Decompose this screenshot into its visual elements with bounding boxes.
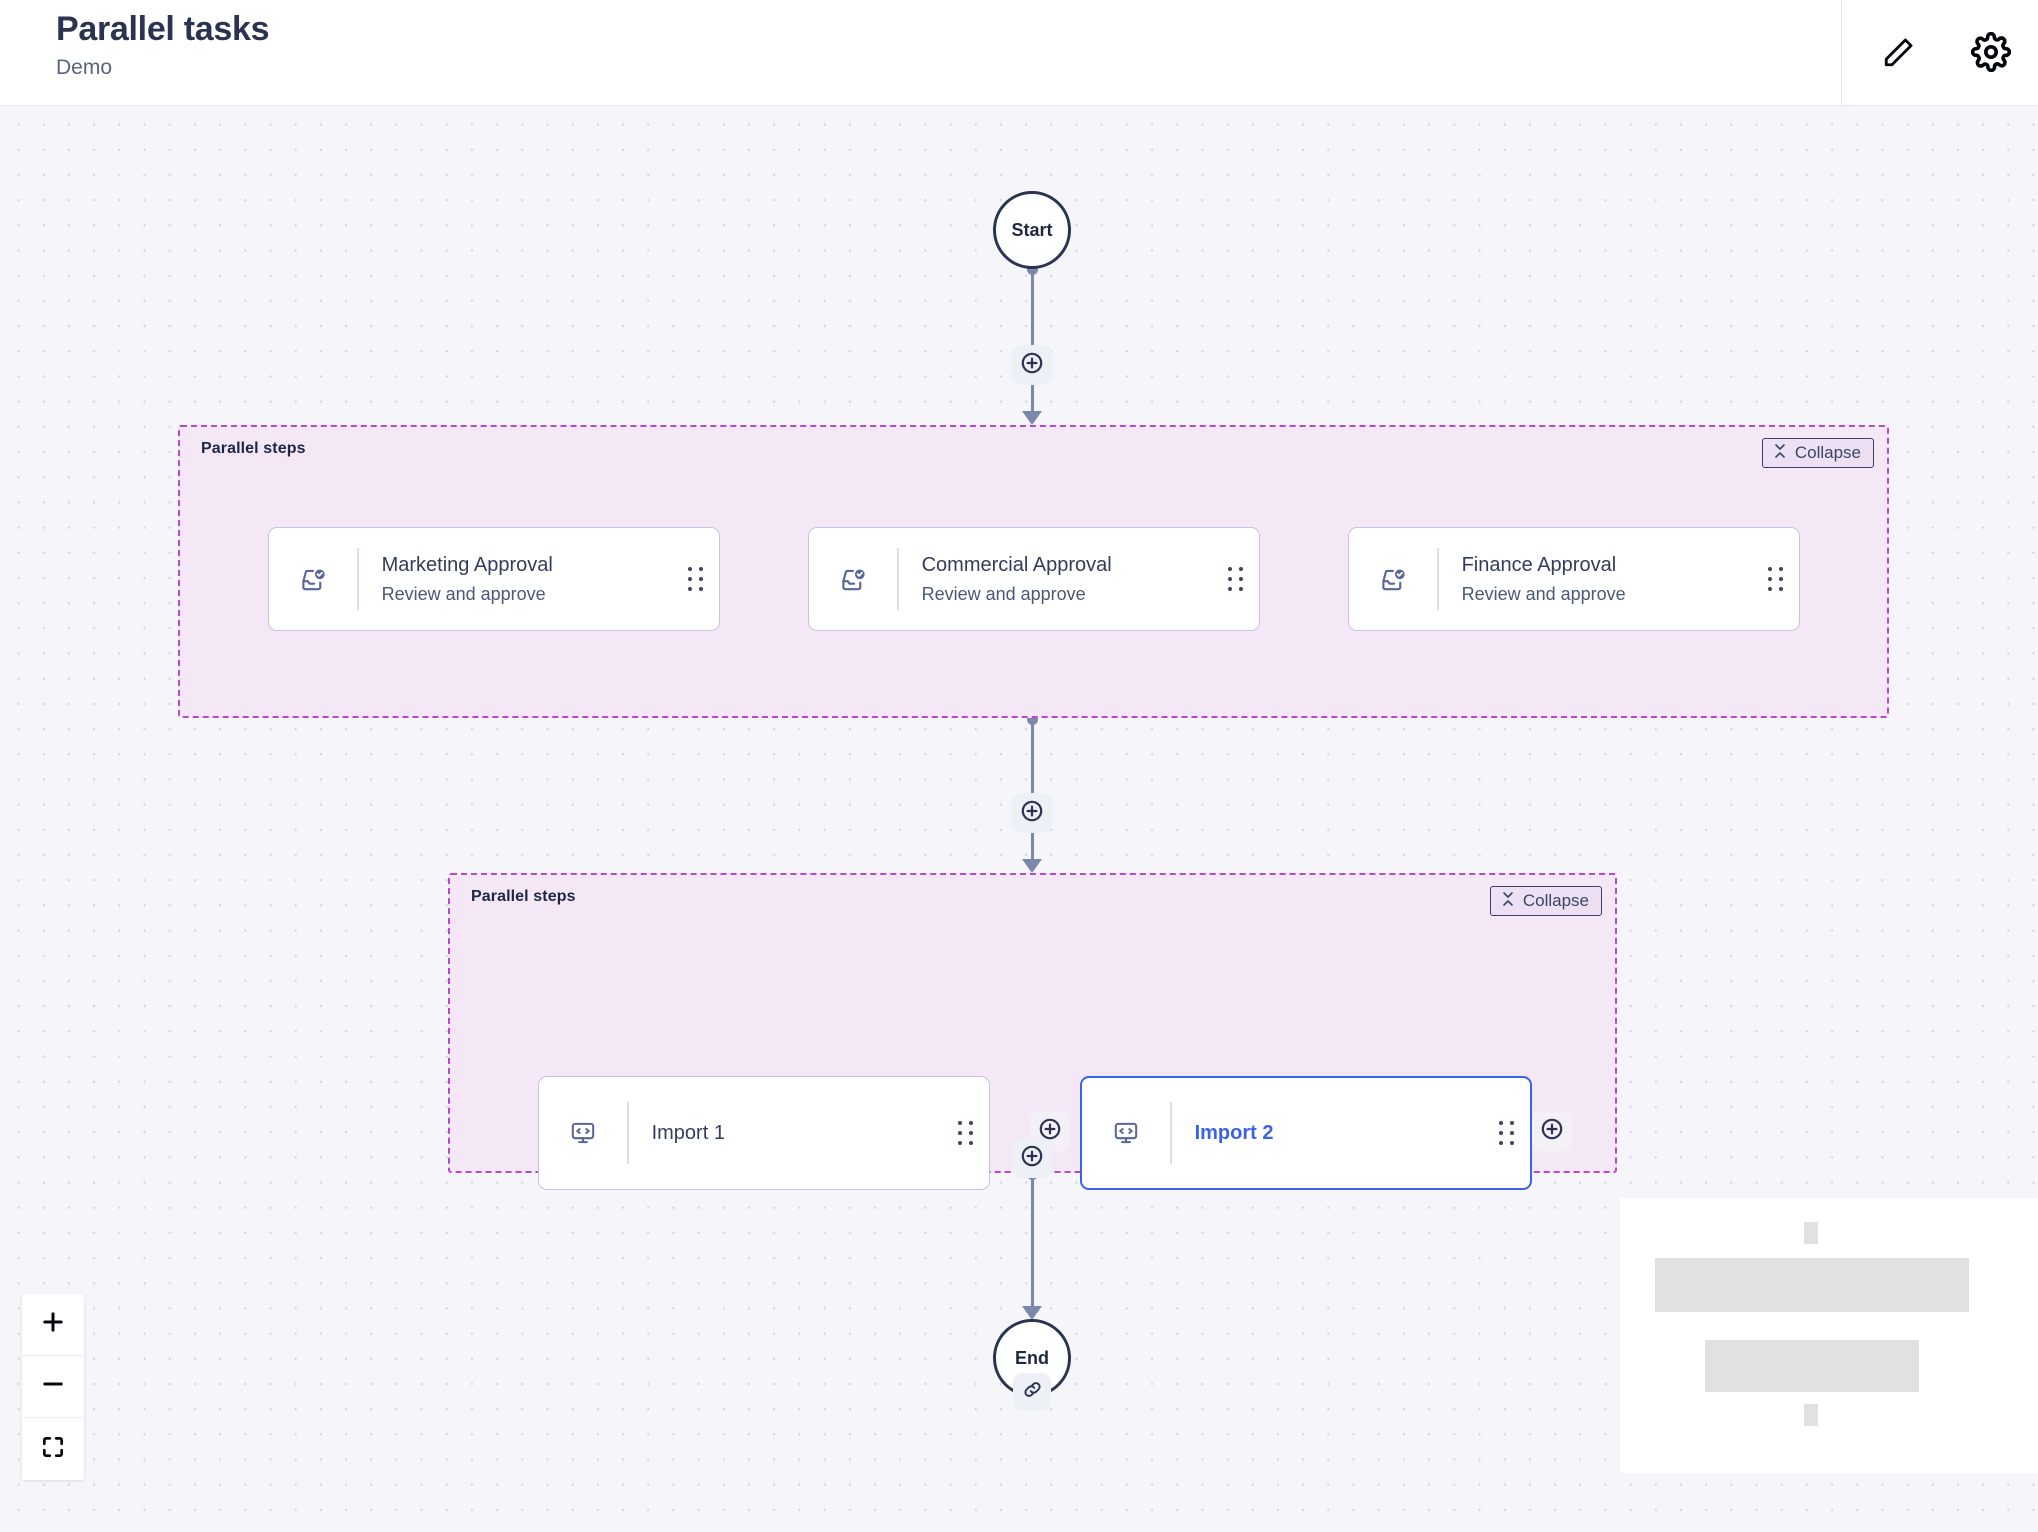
- drag-handle[interactable]: [1213, 528, 1259, 630]
- drag-handle[interactable]: [673, 528, 719, 630]
- zoom-in-button[interactable]: [22, 1294, 84, 1356]
- add-parallel-task-button-right[interactable]: [1532, 1111, 1572, 1151]
- card-divider: [627, 1102, 629, 1164]
- task-title: Commercial Approval: [921, 553, 1112, 576]
- parallel-steps-group-2[interactable]: Parallel steps Collapse Import 1: [448, 873, 1617, 1190]
- collapse-button-group-2[interactable]: Collapse: [1489, 886, 1602, 916]
- minimap-block-end: [1804, 1404, 1818, 1426]
- add-step-button-3[interactable]: [1012, 1138, 1052, 1178]
- drag-handle[interactable]: [1753, 528, 1799, 630]
- collapse-icon: [1772, 443, 1788, 464]
- code-screen-icon: [539, 1120, 627, 1146]
- plus-circle-icon: [1540, 1117, 1564, 1146]
- approval-inbox-check-icon: [1349, 566, 1437, 593]
- plus-circle-icon: [1020, 799, 1044, 828]
- minimap-block-group-2: [1705, 1340, 1919, 1392]
- task-title: Import 1: [651, 1122, 725, 1144]
- collapse-button-group-1[interactable]: Collapse: [1761, 438, 1874, 468]
- card-divider: [1170, 1102, 1172, 1164]
- collapse-label: Collapse: [1522, 891, 1589, 910]
- task-title: Finance Approval: [1461, 553, 1617, 576]
- collapse-icon: [1500, 891, 1516, 912]
- flow-canvas[interactable]: Start Parallel steps Collapse: [0, 106, 2038, 1532]
- card-text: Marketing Approval Review and approve: [359, 551, 673, 608]
- start-node[interactable]: Start: [993, 191, 1071, 269]
- drag-dots-icon: [1228, 566, 1244, 592]
- minimap-block-group-1: [1655, 1258, 1969, 1312]
- drag-dots-icon: [1499, 1120, 1515, 1146]
- link-icon: [1022, 1379, 1043, 1405]
- code-screen-icon: [1082, 1120, 1170, 1146]
- connector-arrow-group1: [1022, 411, 1042, 425]
- plus-circle-icon: [1020, 1144, 1044, 1173]
- task-card-import-2[interactable]: Import 2: [1080, 1076, 1532, 1190]
- edit-button[interactable]: [1876, 30, 1922, 76]
- task-subtitle: Review and approve: [1461, 583, 1626, 604]
- add-step-button-1[interactable]: [1012, 345, 1052, 385]
- fit-screen-icon: [40, 1434, 66, 1465]
- plus-icon: [39, 1308, 67, 1341]
- end-link-button[interactable]: [1013, 1373, 1051, 1411]
- task-card-import-1[interactable]: Import 1: [538, 1076, 990, 1190]
- card-divider: [357, 548, 359, 610]
- connector-group2-to-end: [1031, 1174, 1034, 1314]
- connector-dot-start: [1027, 264, 1038, 275]
- gear-icon: [1970, 31, 2012, 75]
- connector-group1-to-group2: [1031, 719, 1034, 866]
- card-text: Import 1: [629, 1119, 943, 1147]
- drag-dots-icon: [688, 566, 704, 592]
- card-text: Finance Approval Review and approve: [1439, 551, 1753, 608]
- approval-inbox-check-icon: [809, 566, 897, 593]
- task-title: Import 2: [1194, 1122, 1274, 1144]
- task-card-commercial-approval[interactable]: Commercial Approval Review and approve: [808, 527, 1260, 631]
- header-titles: Parallel tasks Demo: [56, 6, 269, 83]
- settings-button[interactable]: [1968, 30, 2014, 76]
- task-subtitle: Review and approve: [921, 583, 1086, 604]
- collapse-label: Collapse: [1794, 443, 1861, 462]
- add-step-button-2[interactable]: [1012, 793, 1052, 833]
- task-card-marketing-approval[interactable]: Marketing Approval Review and approve: [268, 527, 720, 631]
- task-title: Marketing Approval: [381, 553, 553, 576]
- connector-dot-group1-out: [1027, 714, 1038, 725]
- task-subtitle: Review and approve: [381, 583, 546, 604]
- app-header: Parallel tasks Demo: [0, 0, 2038, 106]
- plus-circle-icon: [1020, 351, 1044, 380]
- card-text: Commercial Approval Review and approve: [899, 551, 1213, 608]
- card-text: Import 2: [1172, 1119, 1484, 1147]
- end-node[interactable]: End: [993, 1319, 1071, 1397]
- minus-icon: [39, 1370, 67, 1403]
- fit-to-screen-button[interactable]: [22, 1418, 84, 1480]
- connector-arrow-end: [1022, 1306, 1042, 1320]
- approval-inbox-check-icon: [269, 566, 357, 593]
- drag-dots-icon: [958, 1120, 974, 1146]
- minimap[interactable]: [1620, 1198, 2038, 1473]
- group-2-label: Parallel steps: [471, 888, 576, 905]
- card-divider: [1437, 548, 1439, 610]
- zoom-out-button[interactable]: [22, 1356, 84, 1418]
- page-subtitle: Demo: [56, 56, 113, 79]
- drag-handle[interactable]: [1484, 1078, 1530, 1188]
- task-card-finance-approval[interactable]: Finance Approval Review and approve: [1348, 527, 1800, 631]
- plus-circle-icon: [1038, 1117, 1062, 1146]
- drag-dots-icon: [1768, 566, 1784, 592]
- minimap-block-start: [1804, 1222, 1818, 1244]
- connector-arrow-group2: [1022, 859, 1042, 873]
- pencil-icon: [1882, 35, 1916, 72]
- header-actions: [1841, 0, 2014, 106]
- page-title: Parallel tasks: [56, 10, 270, 48]
- card-divider: [897, 548, 899, 610]
- group-1-label: Parallel steps: [201, 440, 306, 457]
- connector-start-to-group1: [1031, 269, 1034, 417]
- zoom-controls: [22, 1294, 84, 1480]
- drag-handle[interactable]: [943, 1077, 989, 1189]
- parallel-steps-group-1[interactable]: Parallel steps Collapse: [178, 425, 1889, 718]
